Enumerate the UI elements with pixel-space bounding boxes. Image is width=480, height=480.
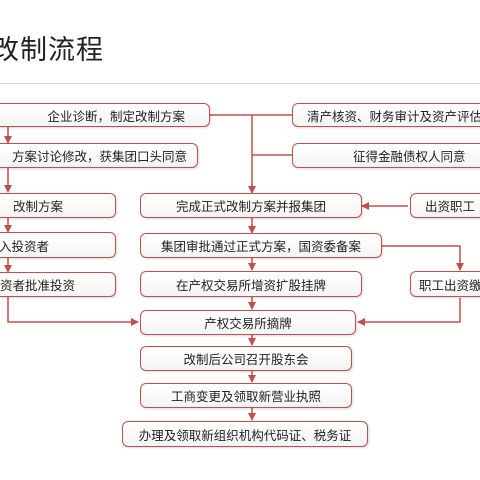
title-divider — [0, 83, 480, 84]
right-step-4: 职工出资缴纳 — [410, 271, 480, 297]
arrow-right4-to-paichang — [357, 298, 461, 326]
center-step-1: 完成正式改制方案并报集团 — [140, 193, 362, 218]
center-step-6: 工商变更及领取新营业执照 — [140, 383, 352, 408]
arrow-left-to-paichang — [7, 297, 139, 326]
center-step-7: 办理及领取新组织机构代码证、税务证 — [122, 421, 368, 447]
center-step-2: 集团审批通过正式方案，国资委备案 — [140, 233, 382, 258]
page-title: 改制流程 — [0, 35, 104, 66]
left-step-2: 方案讨论修改，获集团口头同意 — [0, 143, 198, 168]
left-step-1: 企业诊断，制定改制方案 — [0, 103, 210, 127]
left-step-4: 引入投资者 — [0, 232, 116, 258]
left-step-5: 投资者批准投资 — [0, 272, 116, 297]
right-step-2: 征得金融债权人同意 — [292, 143, 480, 168]
left-step-3: 改制方案 — [0, 193, 116, 218]
center-step-5: 改制后公司召开股东会 — [140, 346, 352, 371]
arrow-left1-to-center — [210, 114, 256, 194]
arrow-center2-to-right — [382, 245, 464, 271]
right-step-3: 出资职工 — [410, 193, 480, 218]
center-step-4: 产权交易所摘牌 — [140, 310, 356, 335]
right-step-1: 清产核资、财务审计及资产评估 — [292, 103, 480, 127]
center-step-3: 在产权交易所增资扩股挂牌 — [140, 271, 362, 297]
